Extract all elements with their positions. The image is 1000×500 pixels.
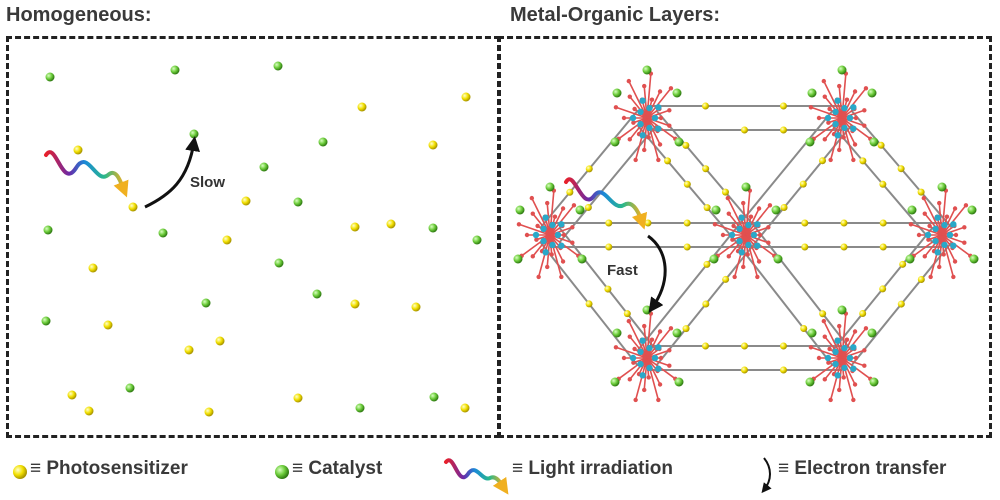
mol-title: Metal-Organic Layers:: [510, 4, 720, 27]
mol-panel: [498, 36, 992, 438]
legend: ≡ Photosensitizer ≡ Catalyst ≡ Light irr…: [0, 450, 1000, 494]
legend-photosensitizer-label: ≡ Photosensitizer: [30, 458, 188, 480]
legend-light: ≡ Light irradiation: [512, 458, 673, 480]
homogeneous-panel: [6, 36, 500, 438]
legend-catalyst: ≡ Catalyst: [292, 458, 382, 480]
fast-label: Fast: [607, 262, 638, 279]
homogeneous-title: Homogeneous:: [6, 4, 152, 27]
legend-electron-label: ≡ Electron transfer: [778, 458, 946, 480]
legend-photosensitizer: ≡ Photosensitizer: [30, 458, 188, 480]
legend-catalyst-label: ≡ Catalyst: [292, 458, 382, 480]
legend-light-label: ≡ Light irradiation: [512, 458, 673, 480]
legend-electron: ≡ Electron transfer: [778, 458, 946, 480]
slow-label: Slow: [190, 174, 225, 191]
